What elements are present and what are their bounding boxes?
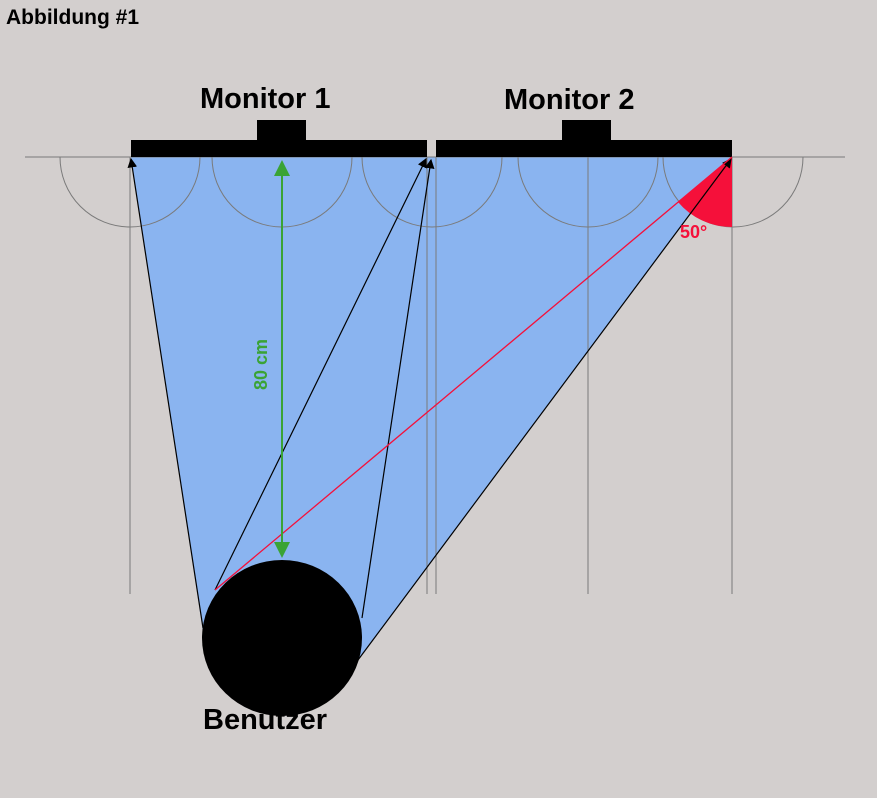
monitor-1-stand — [257, 120, 306, 141]
monitor-2-label: Monitor 2 — [504, 84, 635, 116]
sight-lines — [127, 157, 732, 661]
monitor-2-stand — [562, 120, 611, 141]
distance-label: 80 cm — [251, 338, 272, 391]
angle-line — [214, 156, 733, 591]
figure-title: Abbildung #1 — [6, 6, 139, 29]
monitor-1-label: Monitor 1 — [200, 83, 331, 115]
user-label: Benutzer — [203, 704, 328, 736]
guide-verticals — [129, 157, 733, 594]
monitor-1 — [131, 140, 427, 157]
user-head — [202, 560, 362, 716]
angle-wedge — [678, 157, 732, 228]
monitor-2 — [436, 140, 732, 157]
angle-label: 50° — [680, 222, 708, 242]
